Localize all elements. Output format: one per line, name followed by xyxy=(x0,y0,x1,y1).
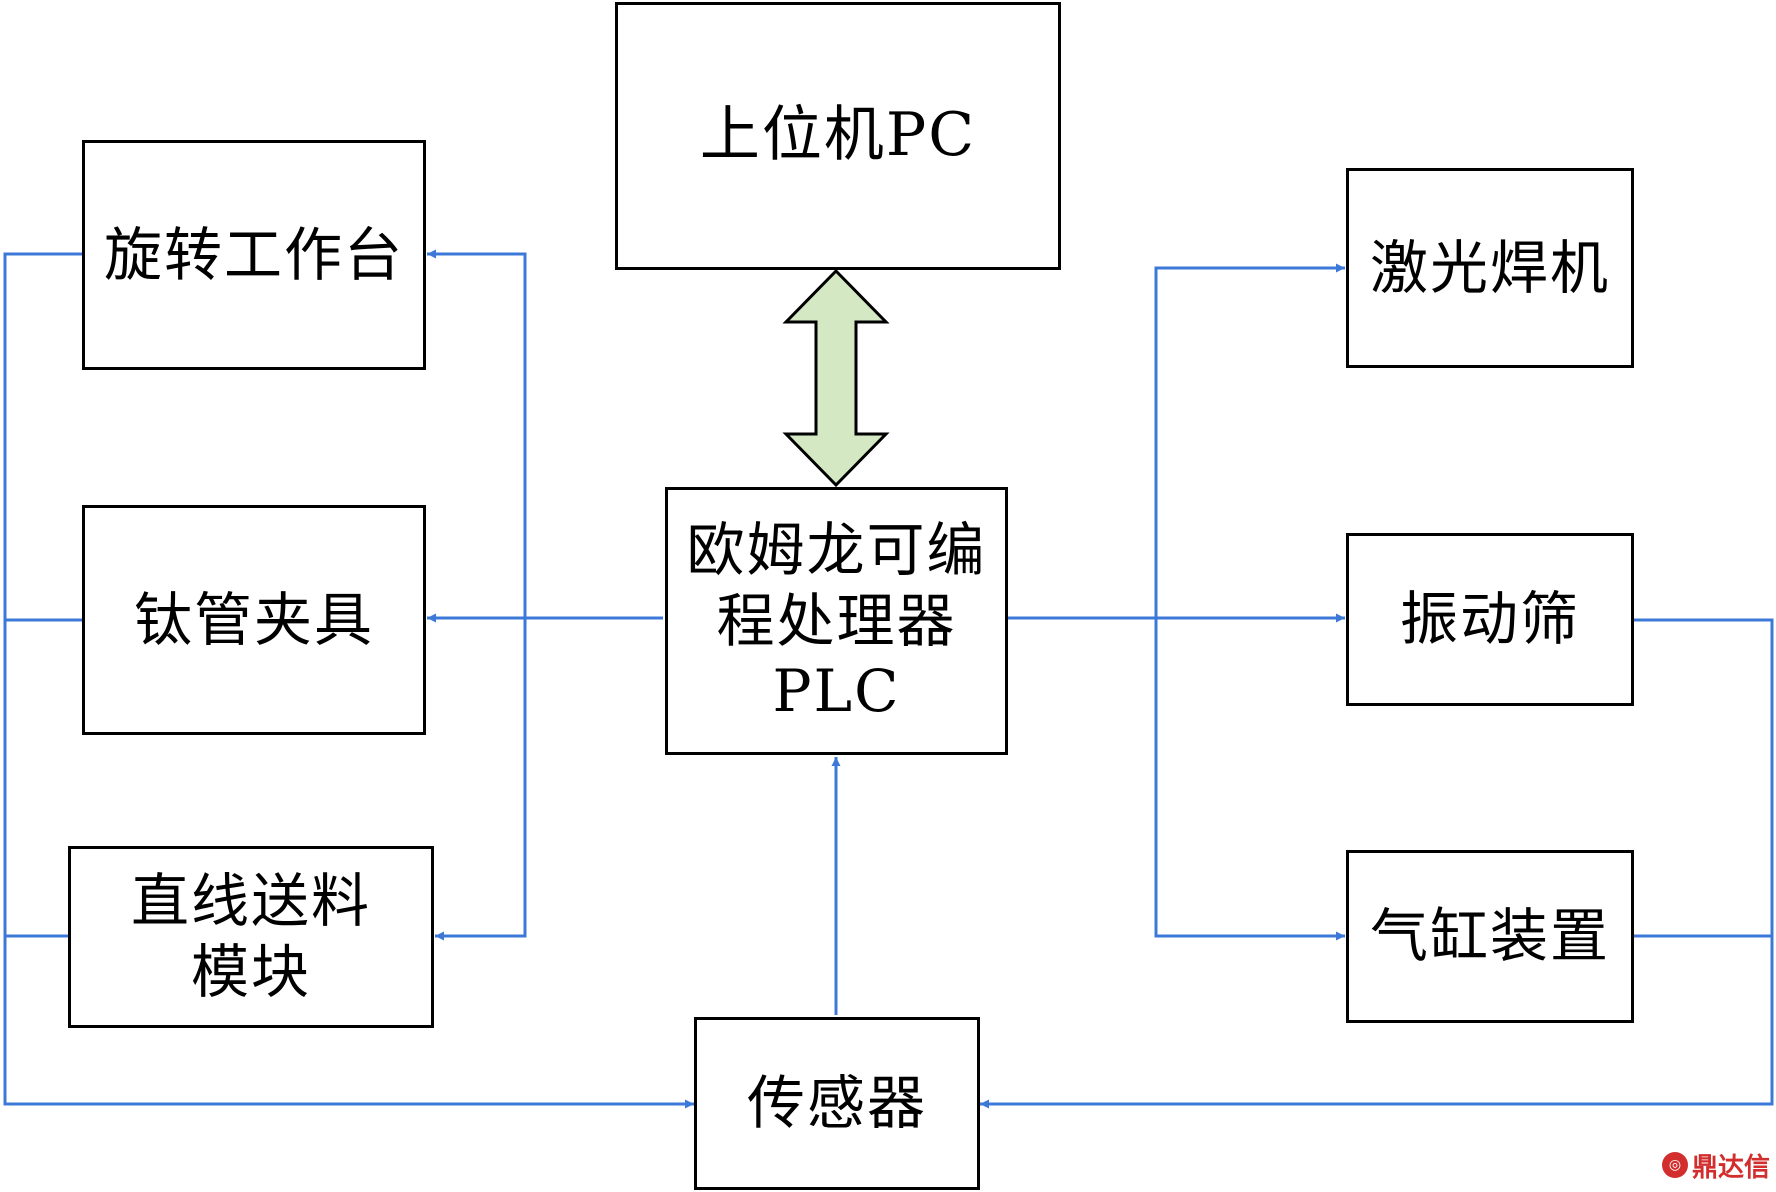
pc-box: 上位机PC xyxy=(615,2,1061,270)
plc-label-line-3: PLC xyxy=(772,657,901,726)
watermark: ◎ 鼎达信 xyxy=(1661,1148,1770,1183)
cylinder-device-label: 气缸装置 xyxy=(1369,902,1610,971)
pc-label: 上位机PC xyxy=(699,100,977,171)
bidirectional-arrow-pc-plc xyxy=(782,268,890,488)
wire-left-bus-to-sensor xyxy=(3,252,694,1109)
vibrating-screen-label: 振动筛 xyxy=(1399,585,1580,654)
plc-label-line-1: 欧姆龙可编 xyxy=(686,515,987,584)
linear-feed-box: 直线送料 模块 xyxy=(68,846,434,1028)
wire-plc-to-rotary-table xyxy=(427,249,527,618)
ti-tube-clamp-box: 钛管夹具 xyxy=(82,505,426,735)
sensor-label: 传感器 xyxy=(746,1069,927,1138)
wire-right-bus-to-sensor xyxy=(980,618,1774,1109)
dingdaxin-logo-icon: ◎ xyxy=(1661,1152,1688,1178)
vibrating-screen-box: 振动筛 xyxy=(1346,533,1634,706)
sensor-box: 传感器 xyxy=(694,1017,980,1190)
laser-welder-box: 激光焊机 xyxy=(1346,168,1634,368)
laser-welder-label: 激光焊机 xyxy=(1369,233,1610,302)
wire-plc-to-laser-welder xyxy=(1154,263,1345,618)
rotary-table-box: 旋转工作台 xyxy=(82,140,426,370)
plc-label-line-2: 程处理器 xyxy=(716,586,957,655)
cylinder-device-box: 气缸装置 xyxy=(1346,850,1634,1023)
ti-tube-clamp-label: 钛管夹具 xyxy=(133,585,374,654)
wire-plc-to-linear-feed xyxy=(435,618,527,941)
linear-feed-label-line-1: 直线送料 xyxy=(130,867,371,936)
watermark-text: 鼎达信 xyxy=(1691,1152,1770,1183)
plc-box: 欧姆龙可编 程处理器 PLC xyxy=(665,487,1008,755)
rotary-table-label: 旋转工作台 xyxy=(103,220,404,289)
wire-plc-to-cylinder-device xyxy=(1154,618,1345,941)
linear-feed-label-line-2: 模块 xyxy=(190,938,311,1006)
